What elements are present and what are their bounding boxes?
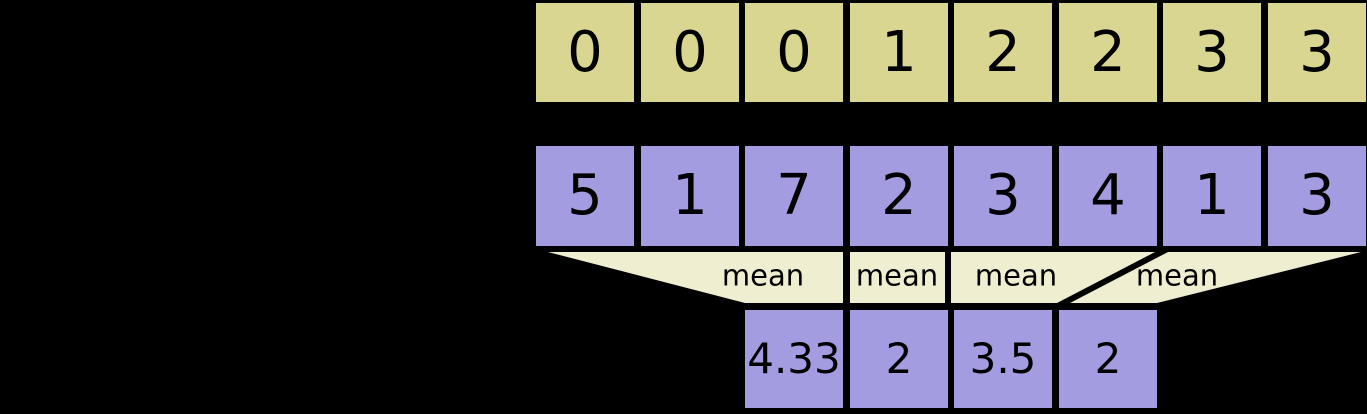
segment-id-cell-6: 3	[1163, 3, 1261, 102]
data-cell-6: 1	[1163, 146, 1261, 246]
mean-operation-label-3: mean	[974, 258, 1058, 293]
output-cell-1: 2	[850, 310, 948, 408]
mean-operation-label-4: mean	[1135, 258, 1219, 293]
segment-id-cell-4: 2	[954, 3, 1052, 102]
funnel-shape-3	[951, 252, 1155, 303]
segment-id-cell-7: 3	[1268, 3, 1366, 102]
segment-id-cell-1: 0	[641, 3, 739, 102]
output-cell-3: 2	[1059, 310, 1157, 408]
funnel-shape-4	[1070, 252, 1361, 303]
data-cell-1: 1	[641, 146, 739, 246]
data-cell-7: 3	[1268, 146, 1366, 246]
funnel-shape-2	[850, 252, 945, 303]
segment-id-cell-5: 2	[1059, 3, 1157, 102]
data-cell-0: 5	[536, 146, 634, 246]
data-cell-4: 3	[954, 146, 1052, 246]
output-cell-0: 4.33	[745, 310, 843, 408]
data-cell-3: 2	[850, 146, 948, 246]
mean-operation-label-1: mean	[721, 258, 805, 293]
output-cell-2: 3.5	[954, 310, 1052, 408]
funnel-shape-1	[548, 252, 843, 303]
data-cell-2: 7	[745, 146, 843, 246]
data-cell-5: 4	[1059, 146, 1157, 246]
segment-id-cell-0: 0	[536, 3, 634, 102]
mean-operation-label-2: mean	[855, 258, 939, 293]
segment-id-cell-3: 1	[850, 3, 948, 102]
segment-id-cell-2: 0	[745, 3, 843, 102]
